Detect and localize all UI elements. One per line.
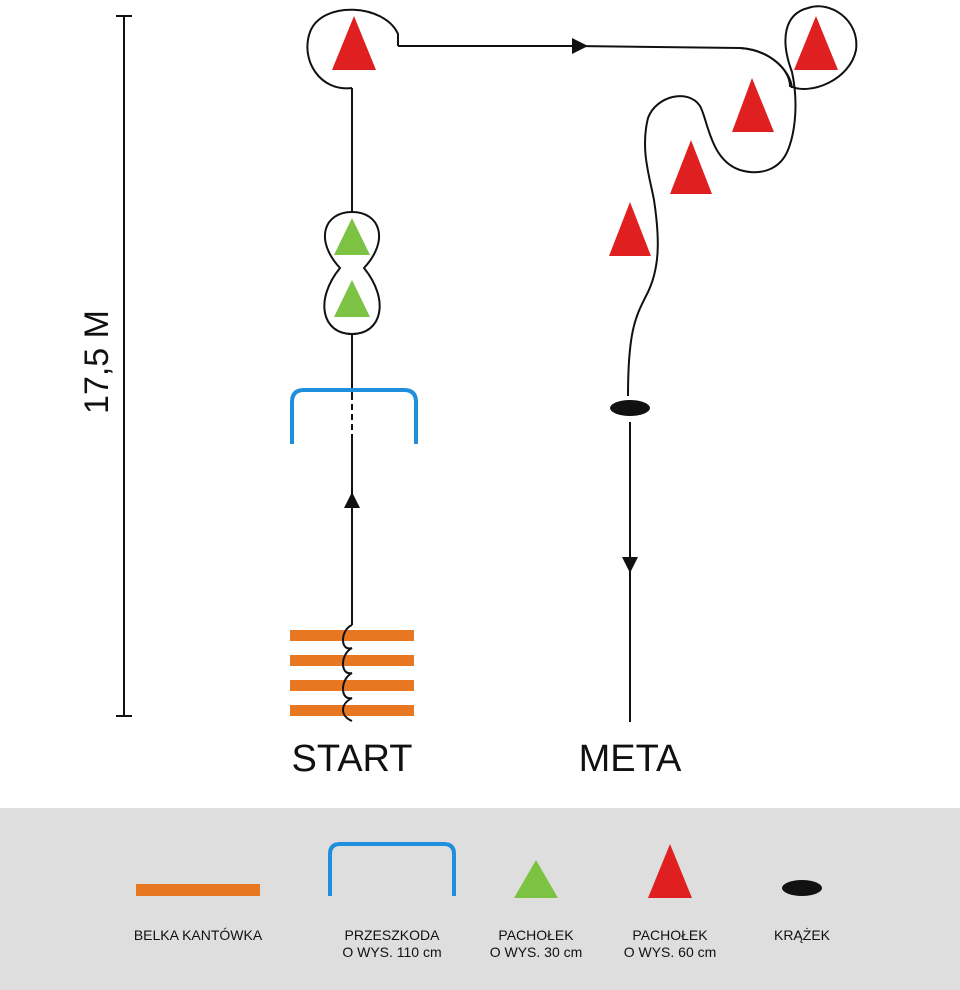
- legend-label-line: BELKA KANTÓWKA: [134, 927, 263, 943]
- legend-panel: [0, 808, 960, 990]
- hurdle: [290, 388, 418, 444]
- beam: [290, 630, 414, 641]
- beam: [290, 705, 414, 716]
- legend-item-hurdle: PRZESZKODA O WYS. 110 cm: [328, 842, 456, 960]
- route-start-squiggle: [342, 624, 353, 722]
- orange-beam-icon: [136, 884, 260, 896]
- legend-label-line: KRĄŻEK: [774, 926, 831, 943]
- legend-label-line: O WYS. 110 cm: [342, 944, 441, 960]
- legend-label-line: PACHOŁEK: [498, 927, 574, 943]
- green-cone-icon: [514, 860, 558, 898]
- legend-item-puck: KRĄŻEK: [774, 880, 831, 943]
- red-cone: [670, 140, 712, 194]
- legend-item-beam: BELKA KANTÓWKA: [134, 884, 263, 943]
- start-beams: [290, 630, 414, 716]
- legend-label-line: PRZESZKODA: [345, 927, 441, 943]
- finish-label: META: [579, 738, 682, 780]
- red-cone: [732, 78, 774, 132]
- red-cone-icon: [648, 844, 692, 898]
- puck: [610, 400, 650, 416]
- red-cone: [332, 16, 376, 70]
- legend-item-small-cone: PACHOŁEK O WYS. 30 cm: [490, 860, 583, 960]
- red-cone: [794, 16, 838, 70]
- beam: [290, 680, 414, 691]
- blue-hurdle-icon: [328, 842, 456, 896]
- beam: [290, 655, 414, 666]
- green-cone: [334, 280, 370, 317]
- red-cone: [609, 202, 651, 256]
- dimension-label: 17,5 M: [78, 310, 116, 414]
- start-label: START: [291, 738, 412, 780]
- legend-label-line: O WYS. 60 cm: [624, 944, 717, 960]
- green-cone: [334, 218, 370, 255]
- dimension-marker: [116, 15, 132, 717]
- route-loop: [627, 5, 858, 397]
- legend-label-line: O WYS. 30 cm: [490, 944, 583, 960]
- route-loop: [306, 8, 399, 90]
- legend-label-line: PACHOŁEK: [632, 927, 708, 943]
- legend-item-large-cone: PACHOŁEK O WYS. 60 cm: [624, 844, 717, 960]
- puck-icon: [782, 880, 822, 896]
